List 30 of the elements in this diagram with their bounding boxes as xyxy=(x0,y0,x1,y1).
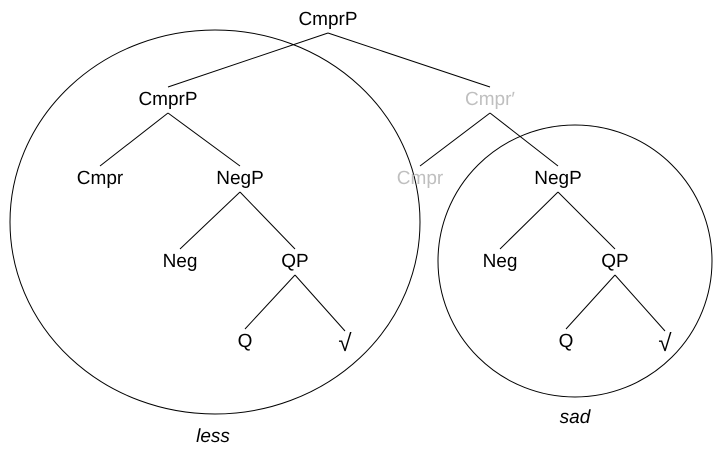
tree-branch xyxy=(294,274,346,332)
tree-branch xyxy=(240,192,296,250)
tree-node-label: √ xyxy=(338,331,352,357)
circle-caption: less xyxy=(196,425,230,449)
tree-branch xyxy=(168,32,328,88)
tree-node-label: QP xyxy=(601,249,629,275)
tree-node-label: QP xyxy=(281,249,309,275)
tree-node-label: Neg xyxy=(162,249,198,275)
tree-node-label: √ xyxy=(658,331,672,357)
tree-node-label: Cmpr xyxy=(76,166,124,192)
tree-branch xyxy=(328,32,490,88)
tree-branch xyxy=(566,274,616,330)
tree-branch xyxy=(500,192,558,250)
tree-branch xyxy=(558,192,616,250)
tree-node-label: Q xyxy=(558,329,574,355)
tree-node-label: Neg xyxy=(482,249,518,275)
tree-branch xyxy=(420,112,490,166)
circle-caption: sad xyxy=(560,406,590,430)
tree-branch xyxy=(180,192,240,250)
tree-node-label: Cmpr′ xyxy=(465,87,515,113)
tree-branch xyxy=(100,112,168,166)
tree-branch xyxy=(168,112,240,166)
tree-node-label: CmprP xyxy=(138,87,198,113)
tree-node-label: NegP xyxy=(216,166,264,192)
tree-node-label: NegP xyxy=(534,166,582,192)
tree-branch xyxy=(244,274,296,330)
tree-node-label: CmprP xyxy=(298,7,358,33)
tree-branch xyxy=(614,274,666,332)
tree-node-label: Q xyxy=(238,329,252,355)
tree-branch xyxy=(490,112,558,166)
